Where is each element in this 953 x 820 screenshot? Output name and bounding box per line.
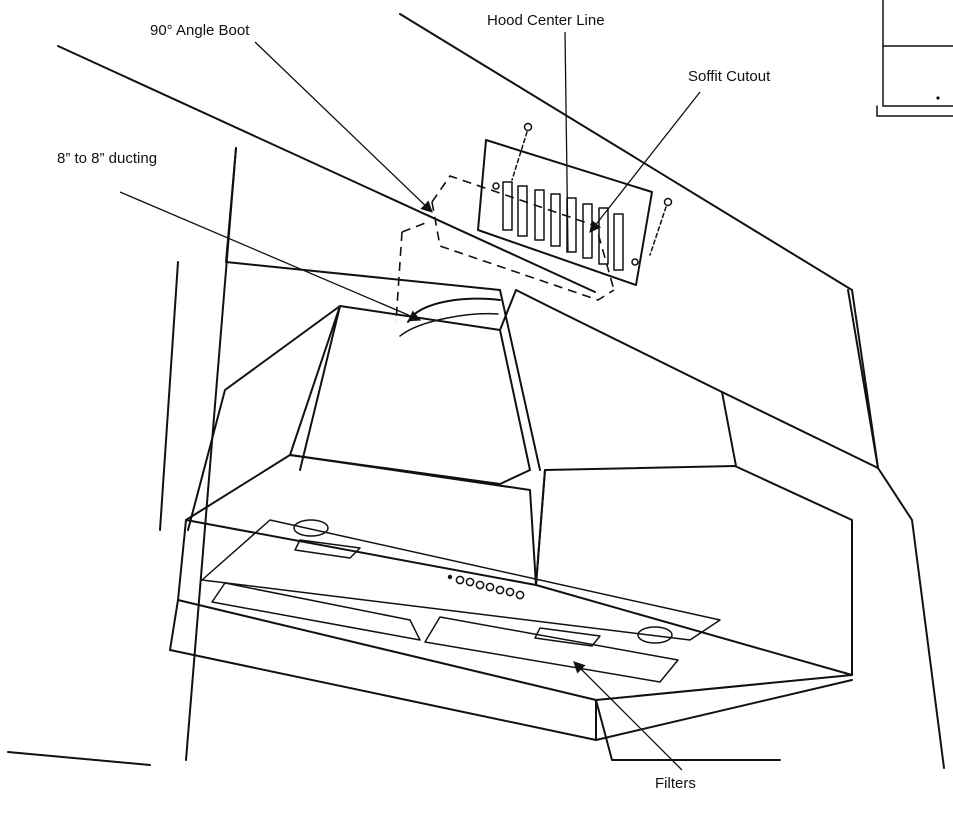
soffit-cutout-plate (477, 139, 653, 286)
soffit-enclosure (159, 147, 945, 769)
ceiling-edge-right (399, 13, 879, 469)
ceiling-edge-left (57, 45, 596, 293)
leader-soffit-cutout (589, 91, 701, 233)
mounting-screw-right (649, 197, 673, 256)
hood-chimney (187, 289, 737, 531)
leader-filters (573, 661, 683, 771)
leader-center-line (564, 31, 569, 253)
wall-cabinet-fragment (876, 0, 953, 117)
label-soffit-cutout: Soffit Cutout (688, 68, 771, 85)
angle-boot-dashed (395, 175, 615, 323)
label-filters: Filters (655, 775, 696, 792)
mounting-screw-left (511, 122, 533, 181)
hood-underside (201, 519, 721, 683)
floor-line (7, 751, 151, 766)
hood-body (169, 454, 853, 761)
control-panel (447, 574, 525, 600)
label-hood-center-line: Hood Center Line (487, 12, 605, 29)
leader-ducting (119, 191, 422, 322)
leader-angle-boot (254, 41, 433, 213)
label-angle-boot: 90° Angle Boot (150, 22, 250, 39)
label-ducting: 8” to 8” ducting (57, 150, 158, 167)
